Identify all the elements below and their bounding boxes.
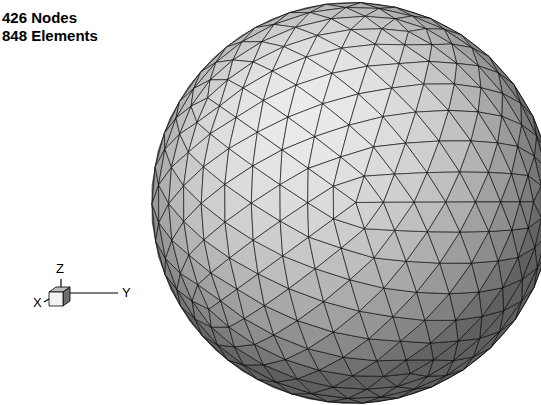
mesh-element: [280, 168, 308, 202]
mesh-element: [430, 341, 458, 360]
mesh-element: [456, 317, 482, 342]
node-count: 426 Nodes: [2, 10, 77, 27]
mesh-element: [225, 166, 253, 203]
mesh-element: [225, 203, 253, 240]
axis-label: Z: [56, 262, 64, 276]
mesh-element: [333, 186, 356, 219]
mesh-element: [229, 132, 257, 166]
axis-triad: [44, 279, 118, 306]
axis-label: Y: [122, 286, 131, 300]
axis-label: X: [33, 296, 42, 310]
mesh-element: [367, 44, 399, 66]
element-count: 848 Elements: [2, 28, 98, 45]
mesh-element: [454, 63, 481, 87]
mesh-element: [184, 203, 204, 240]
mesh-element: [478, 88, 502, 117]
y-axis-line: [68, 292, 118, 293]
mesh-element: [280, 203, 308, 237]
x-axis-line: [44, 299, 49, 302]
cube-side: [63, 287, 70, 306]
mesh-element: [351, 16, 382, 29]
mesh-element: [253, 150, 282, 185]
mesh-element: [479, 288, 503, 317]
mesh-element: [353, 376, 384, 389]
mesh-element: [253, 221, 283, 256]
mesh-element: [204, 149, 229, 185]
mesh-element: [406, 360, 433, 374]
mesh-element: [184, 167, 204, 204]
mesh-element: [169, 186, 184, 221]
mesh-element: [251, 185, 280, 222]
mesh-element: [152, 185, 159, 223]
mesh-element: [369, 339, 401, 361]
cube-front: [49, 292, 63, 306]
mesh-element: [308, 186, 334, 219]
mesh-element: [201, 184, 225, 222]
mesh-element: [377, 360, 406, 376]
triangulated-sphere: [152, 3, 541, 404]
mesh-element: [429, 45, 457, 64]
mesh-element: [405, 32, 432, 45]
mesh-element: [375, 29, 404, 45]
